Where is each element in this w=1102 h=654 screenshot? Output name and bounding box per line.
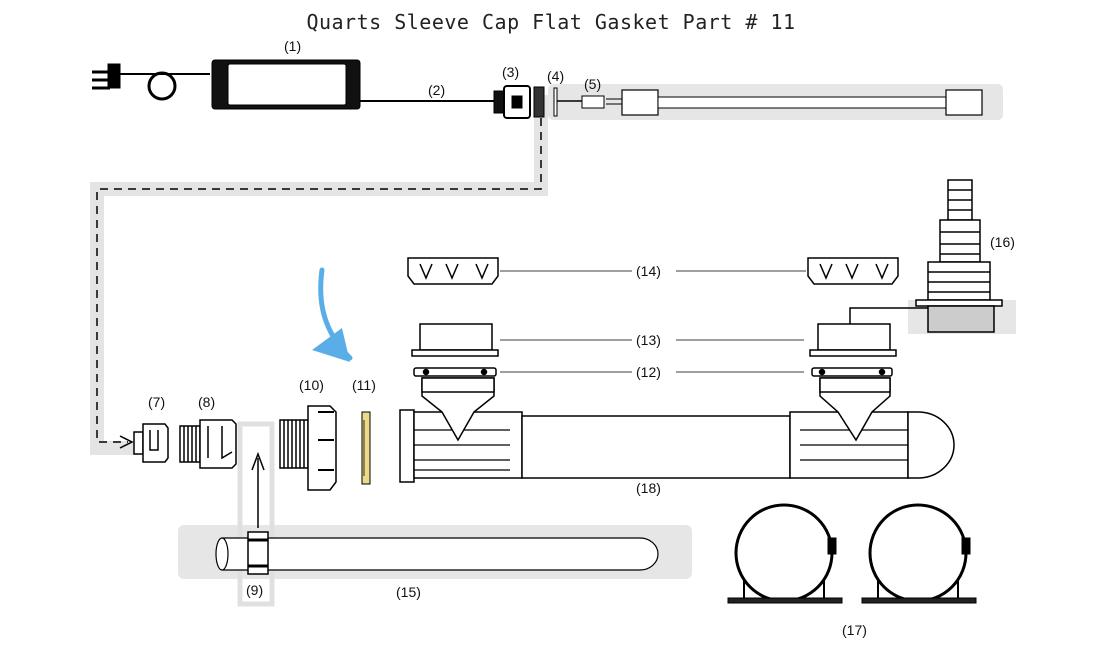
ballast-power-supply <box>92 59 498 110</box>
label-part-15: (15) <box>396 584 421 600</box>
housing-cap <box>407 257 899 285</box>
label-part-2: (2) <box>428 82 446 98</box>
label-part-18: (18) <box>636 480 661 496</box>
label-part-16: (16) <box>990 234 1015 250</box>
mounting-clamp <box>727 503 977 604</box>
label-part-9: (9) <box>246 582 264 598</box>
o-ring <box>413 367 893 377</box>
hose-barb-fitting <box>849 179 1003 333</box>
uv-lamp <box>621 89 983 116</box>
label-part-12: (12) <box>636 364 661 380</box>
label-part-8: (8) <box>198 394 216 410</box>
lamp-connector <box>493 85 622 119</box>
label-part-17: (17) <box>842 622 867 638</box>
label-part-14: (14) <box>636 263 661 279</box>
diagram-title: Quarts Sleeve Cap Flat Gasket Part # 11 <box>306 10 796 34</box>
cable-route <box>96 118 542 443</box>
leader-lines <box>500 270 806 373</box>
insert-track <box>237 421 275 607</box>
lamp-cap-connector <box>133 423 169 463</box>
label-part-10: (10) <box>299 377 324 393</box>
pipe-adapter <box>411 323 897 357</box>
label-part-3: (3) <box>502 64 520 80</box>
connector-nut <box>179 419 237 469</box>
uv-housing <box>399 377 955 483</box>
label-part-13: (13) <box>636 332 661 348</box>
flat-gasket <box>361 411 371 485</box>
label-part-4: (4) <box>547 68 565 84</box>
cable-route-track <box>90 95 548 455</box>
label-part-7: (7) <box>148 394 166 410</box>
sleeve-nut <box>279 405 337 491</box>
label-part-5: (5) <box>584 76 602 92</box>
quartz-sleeve <box>215 451 659 575</box>
label-part-11: (11) <box>352 377 376 393</box>
label-part-1: (1) <box>284 38 302 54</box>
